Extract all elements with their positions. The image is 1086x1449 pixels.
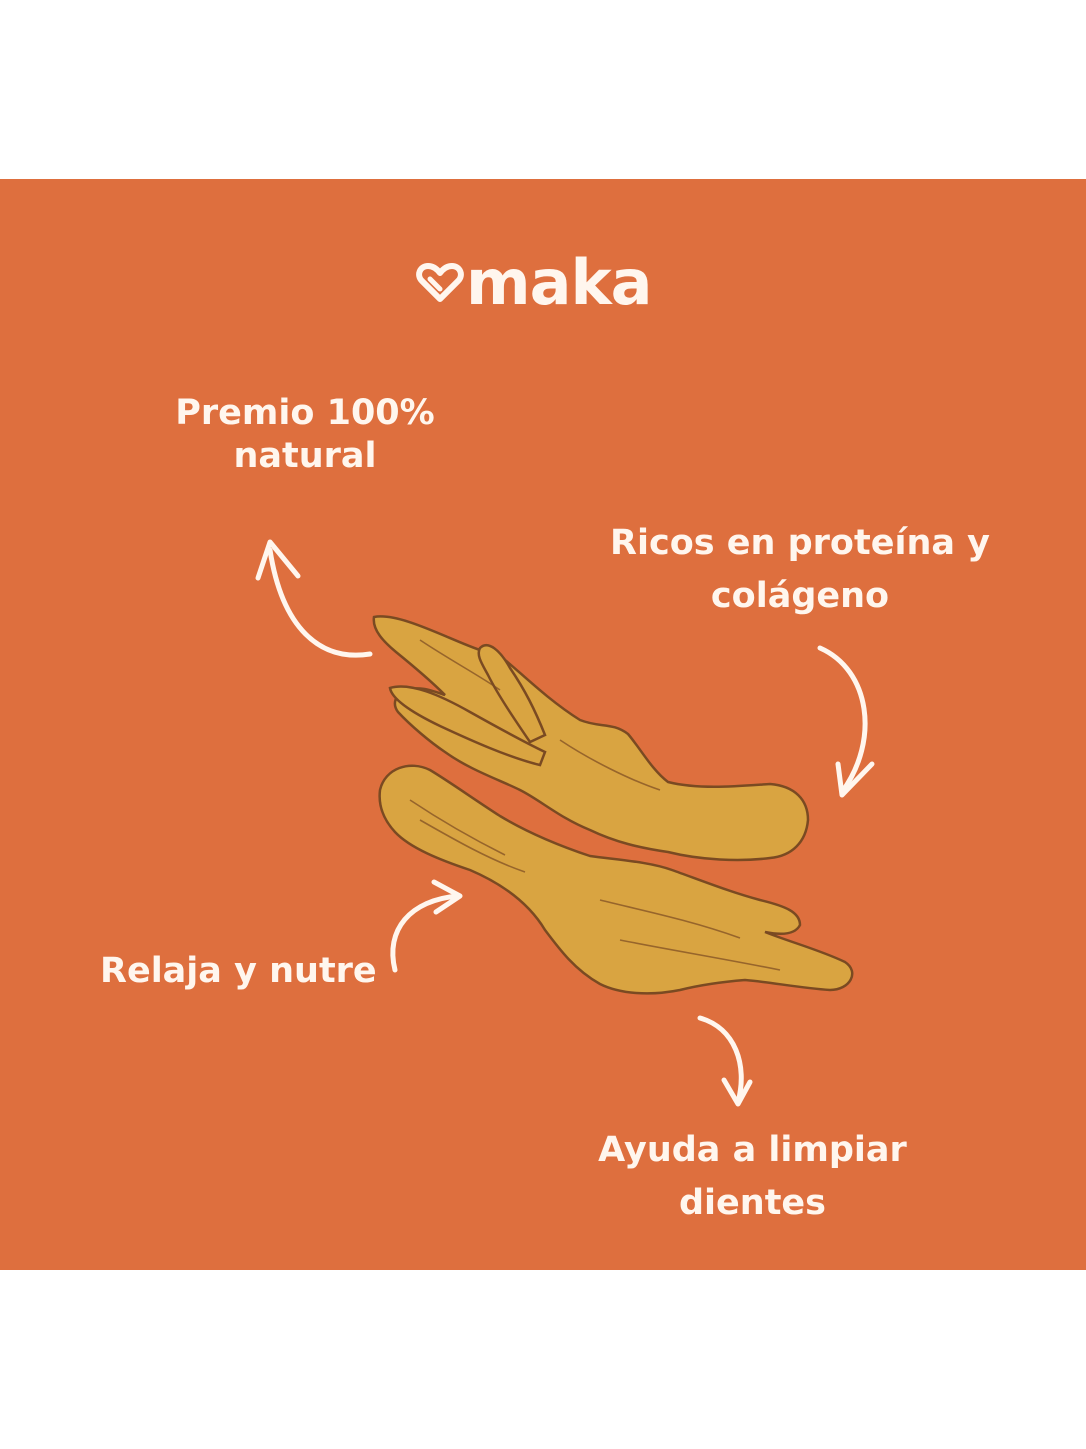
heart-icon <box>416 263 464 302</box>
brand-name: maka <box>466 246 653 319</box>
benefit-natural: Premio 100% natural <box>160 392 450 477</box>
benefit-relax: Relaja y nutre <box>100 950 392 993</box>
curved-arrow-icon <box>817 645 875 798</box>
benefit-line: colágeno <box>710 575 890 616</box>
curved-arrow-icon <box>697 1015 753 1107</box>
curved-arrow-icon <box>390 879 463 973</box>
benefit-teeth: Ayuda a limpiar dientes <box>575 1124 930 1230</box>
benefit-line: Ayuda a limpiar <box>598 1130 907 1170</box>
benefit-protein: Ricos en proteína y colágeno <box>590 517 1010 622</box>
benefit-line: natural <box>233 435 377 476</box>
benefit-line: Relaja y nutre <box>100 951 377 991</box>
benefit-line: Ricos en proteína y <box>610 523 990 563</box>
benefit-line: dientes <box>678 1183 826 1224</box>
benefit-line: Premio 100% <box>175 393 435 433</box>
chicken-feet-illustration <box>372 615 854 995</box>
brand-logo: maka <box>416 247 656 319</box>
curved-arrow-icon <box>255 539 373 658</box>
